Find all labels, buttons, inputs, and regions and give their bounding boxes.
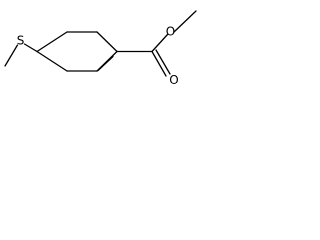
bond-methyl-sulfur <box>4 44 19 67</box>
carbonyl-oxygen-atom-label: O <box>169 73 178 87</box>
bond-sulfur-ring <box>23 43 38 53</box>
bond-carbonyl-carbon-ester-oxygen <box>151 33 169 53</box>
chemical-structure-diagram: S O O <box>4 10 197 87</box>
bond-carbonyl-double-inner <box>155 49 171 75</box>
bond-ring-c4-c3 <box>36 31 68 53</box>
ester-oxygen-atom-label: O <box>166 25 175 39</box>
bond-ring-c2-c1 <box>96 31 118 53</box>
bond-ring-c5-c4 <box>36 50 68 72</box>
bond-ester-oxygen-methyl <box>173 10 197 33</box>
bond-ring-double-inner <box>97 55 114 72</box>
sulfur-atom-label: S <box>17 34 25 48</box>
bond-carbonyl-double-outer <box>151 50 167 77</box>
